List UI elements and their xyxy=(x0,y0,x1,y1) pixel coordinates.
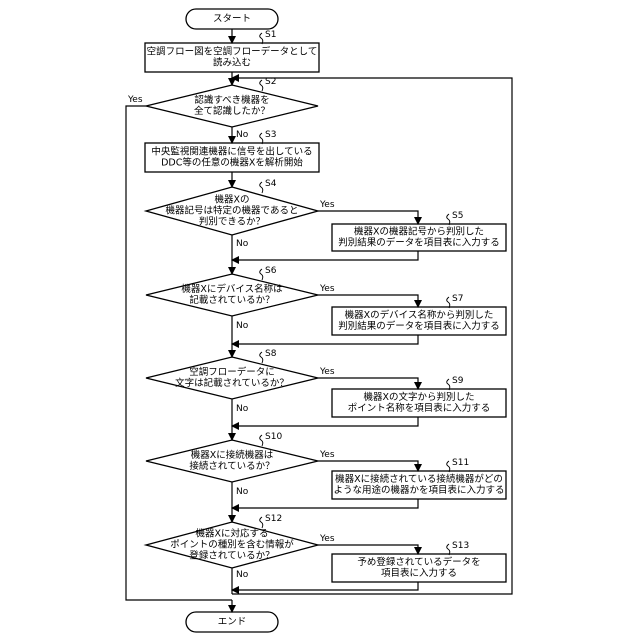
step-s3-text: 中央監視関連機器に信号を出しているDDC等の任意の機器Xを解析開始 xyxy=(151,146,312,169)
step-s7-text: 機器Xのデバイス名称から判別した判別結果のデータを項目表に入力する xyxy=(338,309,500,332)
decision-s2-text: 認識すべき機器を全て認識したか？ xyxy=(194,94,270,117)
step-label-s5: S5 xyxy=(452,211,463,221)
node-text-line: スタート xyxy=(213,14,251,25)
decision-s6-text: 機器Xにデバイス名称は記載されているか？ xyxy=(181,283,283,306)
no-label-s8: No xyxy=(236,404,249,414)
step-label-s10: S10 xyxy=(265,432,282,442)
arrow-s12-yes xyxy=(318,545,418,554)
node-text-line: 接続されているか？ xyxy=(189,460,274,472)
step-label-s2: S2 xyxy=(265,77,276,87)
step-label-s7: S7 xyxy=(452,294,463,304)
arrow-s10-yes xyxy=(318,461,418,471)
step-label-s4: S4 xyxy=(265,179,277,189)
arrow-s7-return xyxy=(232,335,418,344)
arrow-s9-return xyxy=(232,417,418,426)
node-text-line: ような用途の機器かを項目表に入力する xyxy=(333,484,504,496)
yes-label-s12: Yes xyxy=(319,534,335,544)
step-s5-text: 機器Xの機器記号から判別した判別結果のデータを項目表に入力する xyxy=(338,226,500,249)
node-text-line: 文字は記載されているか？ xyxy=(175,377,289,389)
no-label-s12: No xyxy=(236,570,249,580)
yes-label-s10: Yes xyxy=(319,450,335,460)
no-label-s6: No xyxy=(236,321,249,331)
no-label-s4: No xyxy=(236,239,249,249)
node-text-line: 機器Xの機器記号から判別した xyxy=(354,226,484,238)
step-label-s12: S12 xyxy=(265,514,282,524)
yes-label-s2: Yes xyxy=(127,95,143,105)
step-s11-text: 機器Xに接続されている接続機器がどのような用途の機器かを項目表に入力する xyxy=(333,473,504,496)
step-label-s9: S9 xyxy=(452,376,464,386)
node-text-line: 中央監視関連機器に信号を出している xyxy=(151,146,312,158)
node-text-line: 機器Xのデバイス名称から判別した xyxy=(345,309,494,321)
node-text-line: 全て認識したか？ xyxy=(194,105,270,117)
node-text-line: 判別結果のデータを項目表に入力する xyxy=(338,320,500,332)
arrow-s8-yes xyxy=(318,378,418,389)
arrow-s6-yes xyxy=(318,295,418,307)
yes-label-s4: Yes xyxy=(319,200,335,210)
arrow-s11-return xyxy=(232,499,418,508)
node-text-line: ポイントの種別を含む情報が xyxy=(170,539,294,551)
step-label-s1: S1 xyxy=(265,30,276,40)
node-text-line: 機器記号は特定の機器であると xyxy=(166,205,299,217)
node-text-line: 判別できるか？ xyxy=(199,216,265,228)
node-text-line: ポイント名称を項目表に入力する xyxy=(348,402,491,414)
no-label-s2: No xyxy=(236,130,249,140)
yes-label-s8: Yes xyxy=(319,367,335,377)
arrow-s13-return xyxy=(232,582,418,590)
node-text-line: 機器Xに接続されている接続機器がどの xyxy=(335,473,503,485)
step-label-s6: S6 xyxy=(265,266,277,276)
step-label-s11: S11 xyxy=(452,458,469,468)
node-text-line: 空調フロー図を空調フローデータとして xyxy=(147,46,318,58)
node-text-line: 読み込む xyxy=(213,57,251,69)
node-text-line: エンド xyxy=(218,617,247,628)
node-text-line: 判別結果のデータを項目表に入力する xyxy=(338,237,500,249)
step-s9-text: 機器Xの文字から判別したポイント名称を項目表に入力する xyxy=(348,391,491,414)
step-label-s8: S8 xyxy=(265,349,277,359)
arrow-s4-yes xyxy=(318,211,418,224)
node-text-line: DDC等の任意の機器Xを解析開始 xyxy=(161,157,303,169)
node-text-line: 空調フローデータに xyxy=(189,366,275,378)
node-text-line: 機器Xに接続機器は xyxy=(191,449,274,461)
yes-label-s6: Yes xyxy=(319,284,335,294)
node-text-line: 登録されているか？ xyxy=(189,550,274,562)
no-label-s10: No xyxy=(236,487,249,497)
end-label: エンド xyxy=(218,617,247,628)
node-text-line: 機器Xに対応する xyxy=(195,528,268,540)
decision-s8-text: 空調フローデータに文字は記載されているか？ xyxy=(175,366,289,389)
node-text-line: 認識すべき機器を xyxy=(194,94,269,106)
node-text-line: 記載されているか？ xyxy=(189,294,274,306)
node-text-line: 項目表に入力する xyxy=(381,567,457,579)
node-text-line: 機器Xの文字から判別した xyxy=(363,391,474,403)
start-label: スタート xyxy=(213,14,251,25)
arrow-s5-return xyxy=(232,251,418,260)
node-text-line: 予め登録されているデータを xyxy=(357,556,480,568)
step-label-s3: S3 xyxy=(265,130,276,140)
node-text-line: 機器Xの xyxy=(214,194,249,206)
node-text-line: 機器Xにデバイス名称は xyxy=(181,283,283,295)
decision-s10-text: 機器Xに接続機器は接続されているか？ xyxy=(189,449,274,472)
step-label-s13: S13 xyxy=(452,541,469,551)
